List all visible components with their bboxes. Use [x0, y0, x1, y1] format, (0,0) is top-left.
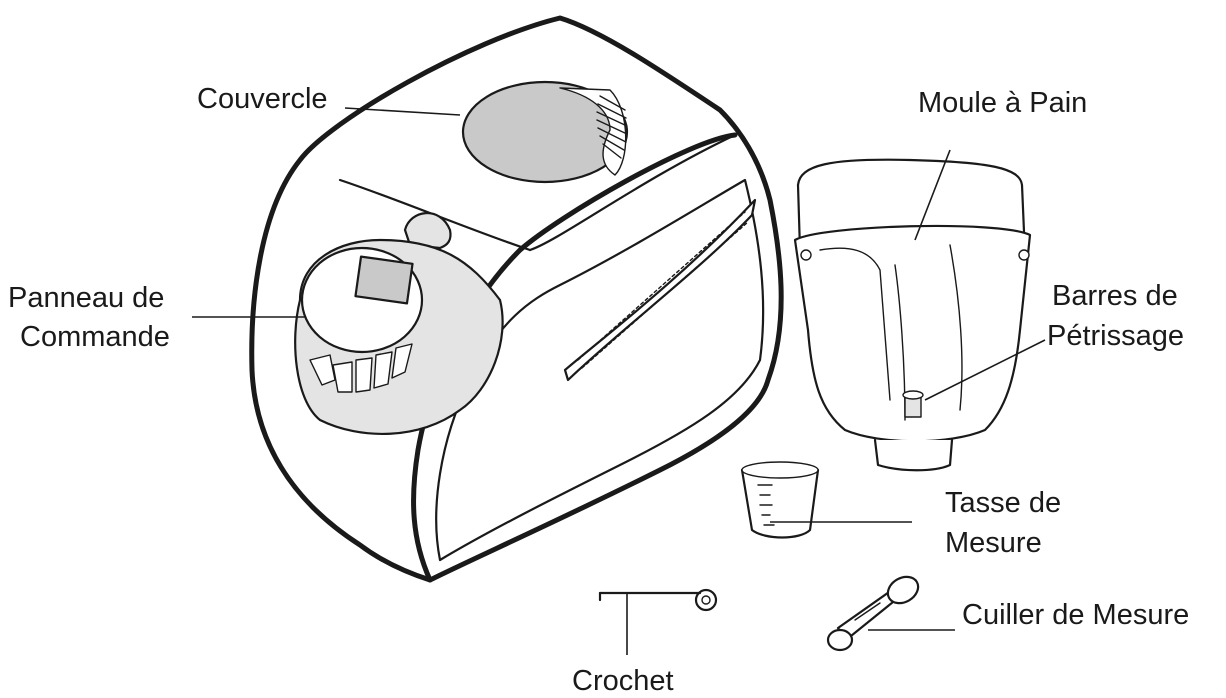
bread-pan-illustration	[793, 158, 1032, 472]
leader-kneading-bars	[924, 339, 1046, 401]
label-measuring-spoon: Cuiller de Mesure	[962, 599, 1189, 631]
measuring-cup-graduations	[757, 484, 775, 526]
lid-vent-grille	[596, 95, 628, 159]
leader-bread-pan	[914, 149, 951, 241]
front-vent-slots	[577, 211, 749, 369]
label-hook: Crochet	[572, 665, 674, 697]
label-measuring-cup-line1: Tasse de	[945, 487, 1061, 519]
hook-illustration	[598, 588, 718, 612]
label-control-panel-line2: Commande	[20, 321, 170, 353]
label-kneading-bars-line2: Pétrissage	[1047, 320, 1184, 352]
leader-lid	[344, 107, 461, 116]
label-kneading-bars-line1: Barres de	[1052, 280, 1178, 312]
control-buttons	[309, 343, 413, 393]
measuring-cup-illustration	[740, 461, 820, 539]
label-bread-pan: Moule à Pain	[918, 87, 1087, 119]
measuring-spoon-illustration	[826, 575, 920, 652]
leader-lines	[192, 107, 1046, 655]
label-control-panel-line1: Panneau de	[8, 282, 164, 314]
bread-machine-illustration	[249, 15, 784, 583]
label-lid: Couvercle	[197, 83, 328, 115]
part-labels: Couvercle Panneau de Commande Moule à Pa…	[8, 83, 1189, 697]
label-measuring-cup-line2: Mesure	[945, 527, 1042, 559]
